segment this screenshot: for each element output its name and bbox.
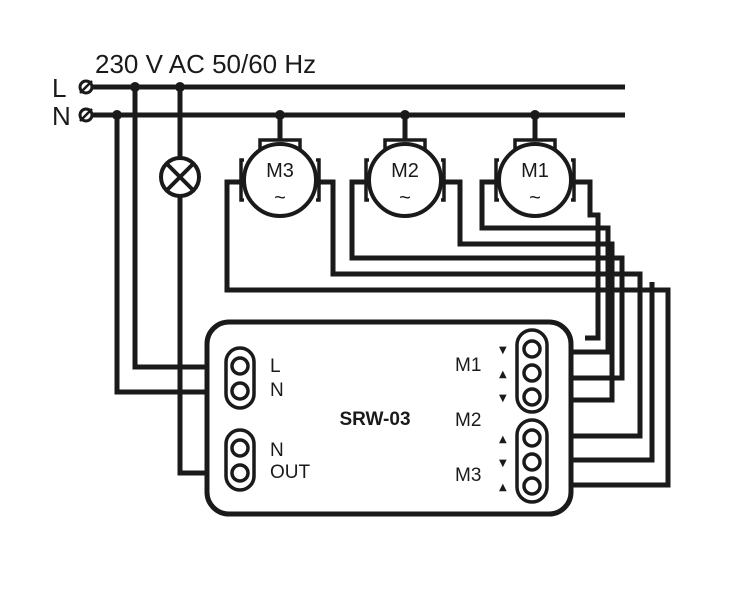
line-label: L xyxy=(52,73,66,103)
lamp-icon xyxy=(159,156,201,198)
arrow-down-icon: ▼ xyxy=(499,393,507,404)
terminal-n2-label: N xyxy=(270,440,284,461)
wire-m1-a xyxy=(479,179,611,355)
supply-header: 230 V AC 50/60 Hz xyxy=(95,49,316,79)
controller-m1-label: M1 xyxy=(455,355,481,376)
wire-m2-b xyxy=(444,179,615,403)
motor-m3-icon: M3 ~ xyxy=(239,138,321,218)
arrow-down-icon: ▼ xyxy=(499,345,507,356)
motor-terminal-block-upper xyxy=(515,328,549,414)
terminal-out-label: OUT xyxy=(270,462,311,483)
motor-m3-label: M3 xyxy=(266,160,294,182)
motor-m1-label: M1 xyxy=(521,160,549,182)
arrow-up-icon: ▲ xyxy=(499,482,507,493)
motor-m2-symbol: ~ xyxy=(399,187,411,209)
controller-m2-label: M2 xyxy=(455,410,481,431)
arrow-up-icon: ▲ xyxy=(499,369,507,380)
wire-m3-c xyxy=(545,282,655,463)
neutral-label: N xyxy=(52,101,71,131)
arrow-down-icon: ▼ xyxy=(499,458,507,469)
wire-neutral-to-controller xyxy=(114,115,228,395)
terminal-n-label: N xyxy=(270,380,284,401)
motor-terminal-block-lower xyxy=(515,418,549,504)
arrow-up-icon: ▲ xyxy=(499,434,507,445)
neutral-terminal xyxy=(78,107,94,123)
output-terminal-block xyxy=(224,428,256,492)
wire-m1-b xyxy=(574,179,601,341)
controller-body xyxy=(204,319,574,517)
terminal-l-label: L xyxy=(270,356,281,377)
wire-m3-b xyxy=(319,179,643,439)
wire-m2-a xyxy=(349,179,625,381)
motor-m2-label: M2 xyxy=(391,160,419,182)
line-terminal xyxy=(78,79,94,95)
power-terminal-block xyxy=(224,346,256,410)
controller-m3-label: M3 xyxy=(455,465,481,486)
motor-m1-icon: M1 ~ xyxy=(494,138,576,218)
wire-line-to-controller xyxy=(132,87,228,370)
wire-m3-a xyxy=(224,179,671,488)
motor-m3-symbol: ~ xyxy=(274,187,286,209)
motor-m1-symbol: ~ xyxy=(529,187,541,209)
controller-title: SRW-03 xyxy=(339,409,410,430)
motor-m2-icon: M2 ~ xyxy=(364,138,446,218)
